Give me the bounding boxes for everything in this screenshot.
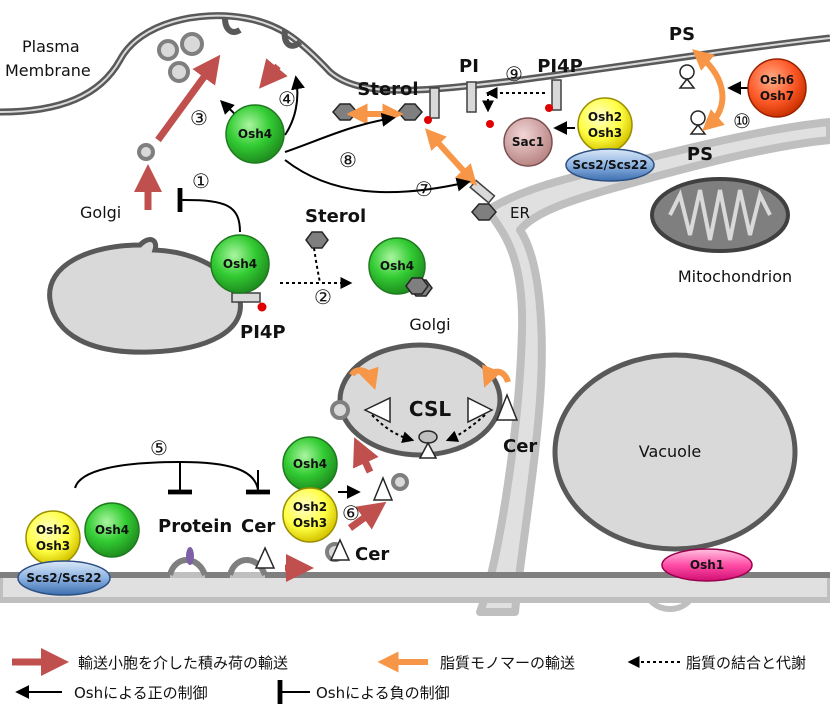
svg-text:Osh2: Osh2 — [293, 500, 327, 514]
step-6: ⑥ — [342, 501, 360, 525]
er-label: ER — [510, 204, 530, 222]
ps-top-label: PS — [669, 24, 695, 45]
svg-text:Osh3: Osh3 — [293, 516, 327, 530]
svg-text:Osh3: Osh3 — [36, 539, 70, 553]
scs2-bottom: Scs2/Scs22 — [17, 560, 111, 596]
sac1: Sac1 — [503, 117, 553, 167]
svg-text:Osh6: Osh6 — [760, 73, 794, 87]
golgi-center: Golgi CSL — [325, 315, 503, 562]
legend-negative-control: Oshによる負の制御 — [277, 680, 450, 704]
pi-label: PI — [459, 56, 479, 77]
step-8: ⑧ — [339, 148, 357, 172]
svg-text:Osh4: Osh4 — [293, 457, 327, 471]
vesicle-transport-arrows — [134, 54, 387, 582]
svg-text:Scs2/Scs22: Scs2/Scs22 — [26, 571, 101, 585]
vacuole-label: Vacuole — [639, 442, 702, 461]
plasma-membrane — [0, 12, 830, 116]
step-1: ① — [192, 169, 210, 193]
osh2-osh3-bottom-left: Osh2 Osh3 — [25, 510, 81, 566]
monomer-transport-arrows — [346, 49, 726, 390]
vacuole: Vacuole — [552, 352, 798, 552]
legend-positive-control: Oshによる正の制御 — [15, 684, 208, 702]
golgi-center-label: Golgi — [409, 315, 450, 334]
legend-vesicle-transport: 輸送小胞を介した積み荷の輸送 — [12, 648, 288, 676]
osh4-bottom-left: Osh4 — [84, 502, 140, 558]
pi4p-top-label: PI4P — [537, 56, 583, 77]
pi4p-golgi-label: PI4P — [240, 322, 286, 343]
cer-vesicle-label: Cer — [355, 544, 389, 565]
scs2-top: Scs2/Scs22 — [565, 148, 655, 182]
legend-monomer-transport: 脂質モノマーの輸送 — [377, 651, 575, 673]
svg-text:Osh4: Osh4 — [238, 127, 272, 141]
svg-text:Osh4: Osh4 — [223, 257, 257, 271]
sterol-cyto-label: Sterol — [305, 206, 366, 227]
golgi-left: Golgi — [47, 203, 243, 355]
step-9: ⑨ — [505, 62, 523, 86]
osh4-top: Osh4 — [225, 104, 285, 164]
csl-label: CSL — [409, 397, 451, 421]
legend: 輸送小胞を介した積み荷の輸送 脂質モノマーの輸送 脂質の結合と代謝 Oshによる… — [12, 648, 806, 704]
cer-golgi-label: Cer — [503, 436, 537, 457]
svg-text:Sac1: Sac1 — [512, 135, 544, 149]
protein-label: Protein — [158, 516, 232, 537]
sterol-pm-label: Sterol — [357, 79, 418, 100]
svg-text:輸送小胞を介した積み荷の輸送: 輸送小胞を介した積み荷の輸送 — [78, 654, 288, 672]
osh2-osh3-top: Osh2 Osh3 — [577, 97, 633, 153]
step-3: ③ — [190, 106, 208, 130]
svg-text:Osh7: Osh7 — [760, 89, 794, 103]
golgi-left-label: Golgi — [80, 203, 121, 222]
svg-text:Oshによる正の制御: Oshによる正の制御 — [74, 684, 208, 702]
step-numbers: ① ② ③ ④ ⑤ ⑥ ⑦ ⑧ ⑨ ⑩ — [150, 62, 751, 525]
svg-text:Osh4: Osh4 — [95, 523, 129, 537]
osh4-sterol-bound: Osh4 — [368, 237, 429, 295]
plasma-membrane-label-2: Membrane — [5, 61, 91, 80]
svg-text:Osh2: Osh2 — [36, 523, 70, 537]
osh1: Osh1 — [661, 548, 753, 582]
mitochondrion: Mitochondrion — [650, 177, 792, 286]
osh4-golgi: Osh4 — [210, 234, 270, 294]
ps-bottom-label: PS — [687, 144, 713, 165]
lipid-binding-arrows — [280, 87, 545, 444]
ps-lipids — [678, 64, 707, 135]
osh2-osh3-middle: Osh2 Osh3 — [282, 487, 338, 543]
svg-text:Oshによる負の制御: Oshによる負の制御 — [316, 684, 450, 702]
step-5: ⑤ — [150, 436, 168, 460]
exocytic-vesicles — [137, 32, 204, 161]
step-10: ⑩ — [733, 109, 751, 133]
svg-text:Scs2/Scs22: Scs2/Scs22 — [572, 158, 647, 172]
svg-text:Osh4: Osh4 — [380, 259, 414, 273]
svg-text:Osh1: Osh1 — [690, 558, 724, 572]
svg-text:Osh3: Osh3 — [588, 126, 622, 140]
legend-lipid-binding: 脂質の結合と代謝 — [627, 654, 806, 672]
svg-text:脂質の結合と代謝: 脂質の結合と代謝 — [686, 654, 806, 672]
plasma-membrane-label-1: Plasma — [22, 37, 80, 56]
svg-text:Osh2: Osh2 — [588, 110, 622, 124]
osh4-middle: Osh4 — [282, 436, 338, 492]
mitochondrion-label: Mitochondrion — [678, 267, 792, 286]
cer-bottom-label: Cer — [241, 516, 275, 537]
step-2: ② — [314, 285, 332, 309]
step-7: ⑦ — [415, 177, 433, 201]
svg-text:脂質モノマーの輸送: 脂質モノマーの輸送 — [440, 654, 575, 672]
control-arrows — [74, 75, 748, 499]
osh6-osh7: Osh6 Osh7 — [747, 58, 807, 118]
step-4: ④ — [278, 87, 296, 111]
